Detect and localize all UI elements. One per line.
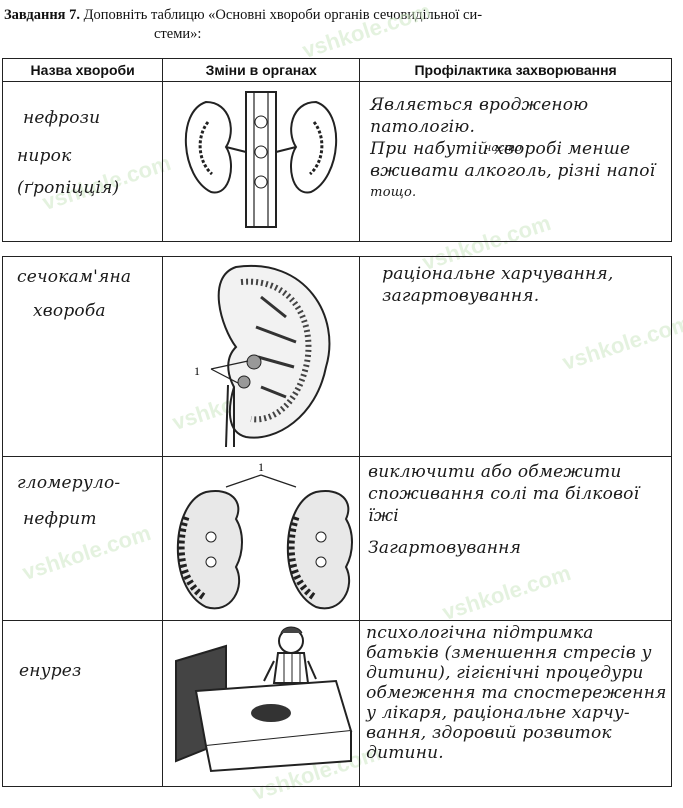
- handwritten-text: вживати алкоголь, різні напої: [370, 161, 656, 181]
- handwritten-text: у лікаря, раціональне харчу-: [366, 703, 630, 723]
- kidney-stone-drawing-icon: 1: [194, 264, 331, 447]
- handwritten-text: раціональне харчування,: [382, 264, 614, 284]
- disease-name-cell: гломеруло- нефрит: [1, 456, 164, 621]
- handwritten-text: тощо.: [370, 185, 417, 200]
- handwritten-text: енурез: [19, 661, 82, 681]
- disease-name-cell: енурез: [1, 620, 164, 787]
- task-text-line2: стеми»:: [154, 26, 202, 42]
- handwritten-text: гломеруло-: [17, 473, 121, 493]
- organ-figure-cell: 1: [162, 456, 361, 621]
- disease-name-cell: сечокам'яна хвороба: [1, 256, 164, 457]
- handwritten-text: При набутій хворобі менше: [370, 139, 631, 159]
- handwritten-insert: часто: [484, 140, 523, 154]
- handwritten-text: дитини), гігієнічні процедури: [366, 663, 644, 683]
- diseases-table-bottom: сечокам'яна хвороба 1 раціональне харчув…: [1, 256, 672, 787]
- header-disease-name: Назва хвороби: [1, 58, 164, 82]
- handwritten-text: нефрози: [23, 108, 101, 128]
- task-statement: Завдання 7. Доповніть таблицю «Основні х…: [4, 6, 676, 44]
- handwritten-text: їжі: [368, 506, 399, 526]
- handwritten-text: нирок: [17, 146, 72, 166]
- handwritten-text: обмеження та спостереження: [366, 683, 667, 703]
- handwritten-text: вання, здоровий розвиток: [366, 723, 612, 743]
- handwritten-text: загартовування.: [382, 286, 540, 306]
- child-bed-drawing-icon: [175, 626, 353, 773]
- kidneys-drawing-icon: [185, 91, 338, 228]
- handwritten-text: нефрит: [23, 509, 97, 529]
- disease-name-cell: нефрози нирок (ґропіцція): [1, 81, 164, 242]
- task-text-line1: Доповніть таблицю «Основні хвороби орган…: [83, 7, 483, 23]
- organ-figure-cell: [162, 81, 361, 242]
- prevention-cell: раціональне харчування, загартовування.: [359, 256, 672, 457]
- handwritten-text: патологію.: [370, 117, 476, 137]
- figure-label: 1: [258, 460, 264, 474]
- handwritten-text: сечокам'яна: [17, 267, 132, 287]
- task-label: Завдання 7.: [4, 7, 81, 23]
- organ-figure-cell: 1: [162, 256, 361, 457]
- prevention-cell: виключити або обмежити споживання солі т…: [359, 456, 672, 621]
- handwritten-text: (ґропіцція): [17, 178, 120, 198]
- prevention-cell: психологічна підтримка батьків (зменшенн…: [359, 620, 672, 787]
- handwritten-text: психологічна підтримка: [366, 623, 594, 643]
- organ-figure-cell: [162, 620, 361, 787]
- handwritten-text: Являється вродженою: [370, 95, 589, 115]
- table-row: енурез психологічна підтримка батьків (з…: [1, 620, 672, 787]
- handwritten-text: виключити або обмежити: [368, 462, 622, 482]
- header-organ-changes: Зміни в органах: [162, 58, 361, 82]
- table-row: гломеруло- нефрит 1 виключити або обмежи…: [1, 456, 672, 621]
- diseases-table-top: Назва хвороби Зміни в органах Профілакти…: [1, 58, 672, 242]
- table-row: сечокам'яна хвороба 1 раціональне харчув…: [1, 256, 672, 457]
- glomerulonephritis-kidneys-drawing-icon: 1: [177, 460, 354, 610]
- handwritten-text: Загартовування: [368, 538, 522, 558]
- figure-label: 1: [194, 364, 200, 378]
- handwritten-text: споживання солі та білкової: [368, 484, 640, 504]
- handwritten-text: дитини.: [366, 743, 444, 763]
- header-prevention: Профілактика захворювання: [359, 58, 672, 82]
- handwritten-text: батьків (зменшення стресів у: [366, 643, 652, 663]
- handwritten-text: хвороба: [33, 301, 106, 321]
- prevention-cell: Являється вродженою часто патологію. При…: [359, 81, 672, 242]
- table-row: нефрози нирок (ґропіцція) Являється врод…: [1, 81, 672, 242]
